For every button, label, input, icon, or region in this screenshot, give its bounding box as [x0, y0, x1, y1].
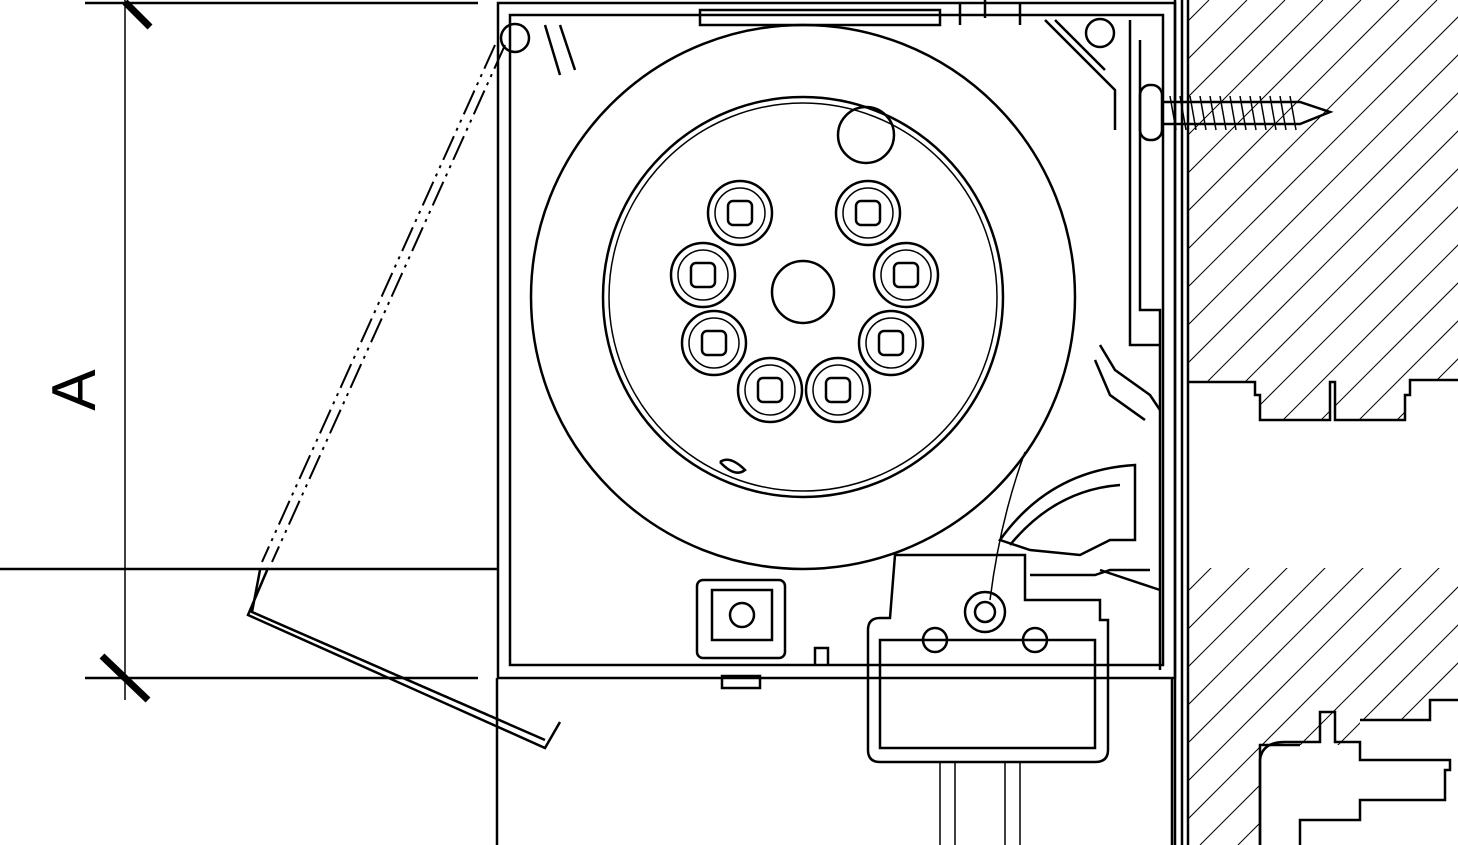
- dimension-label-a: A: [40, 369, 109, 411]
- fixing-clip: [695, 578, 830, 690]
- hatch-line: [1188, 0, 1438, 845]
- shutter-box-housing: [495, 0, 1184, 845]
- maintenance-lid-open-position: [246, 44, 562, 750]
- screw: [1138, 83, 1334, 142]
- hatch-line: [1188, 0, 1248, 845]
- spool: [804, 356, 872, 424]
- hatch-line: [1188, 0, 1210, 845]
- spool: [872, 241, 940, 309]
- window-frame: [1258, 710, 1452, 845]
- hatch-line: [1199, 0, 1458, 845]
- spool: [706, 179, 774, 247]
- hatch-line: [1188, 0, 1458, 845]
- spring-spools: [669, 179, 940, 424]
- hatch-line: [1188, 0, 1458, 845]
- dimension-a: [0, 0, 497, 703]
- hatch-line: [1427, 0, 1458, 845]
- spool: [669, 241, 737, 309]
- spool: [680, 309, 748, 377]
- hatch-line: [1188, 0, 1458, 845]
- hatch-line: [1188, 0, 1458, 845]
- hatch-line: [1351, 0, 1458, 845]
- hatch-line: [1188, 0, 1458, 845]
- spool: [834, 179, 902, 247]
- roller-tube: [529, 23, 1077, 571]
- hatch-line: [1188, 0, 1362, 845]
- hatch-line: [1275, 0, 1458, 845]
- wall-outline: [1186, 0, 1458, 845]
- hatch-line: [1237, 0, 1458, 845]
- wall-hatching: [1188, 0, 1458, 845]
- hatch-line: [1188, 0, 1458, 845]
- guide-fittings: [997, 344, 1162, 592]
- hatch-line: [1188, 0, 1458, 845]
- bottom-end-rail: [866, 553, 1110, 845]
- hatch-line: [1188, 0, 1400, 845]
- hatch-line: [1188, 0, 1458, 845]
- hatch-line: [1188, 0, 1458, 845]
- shutter-strap: [989, 451, 1026, 601]
- hatch-line: [1188, 0, 1324, 845]
- spool: [857, 309, 925, 377]
- hatch-line: [1188, 0, 1286, 845]
- spool: [736, 356, 804, 424]
- hatch-line: [1188, 0, 1458, 845]
- hatch-line: [1188, 0, 1458, 845]
